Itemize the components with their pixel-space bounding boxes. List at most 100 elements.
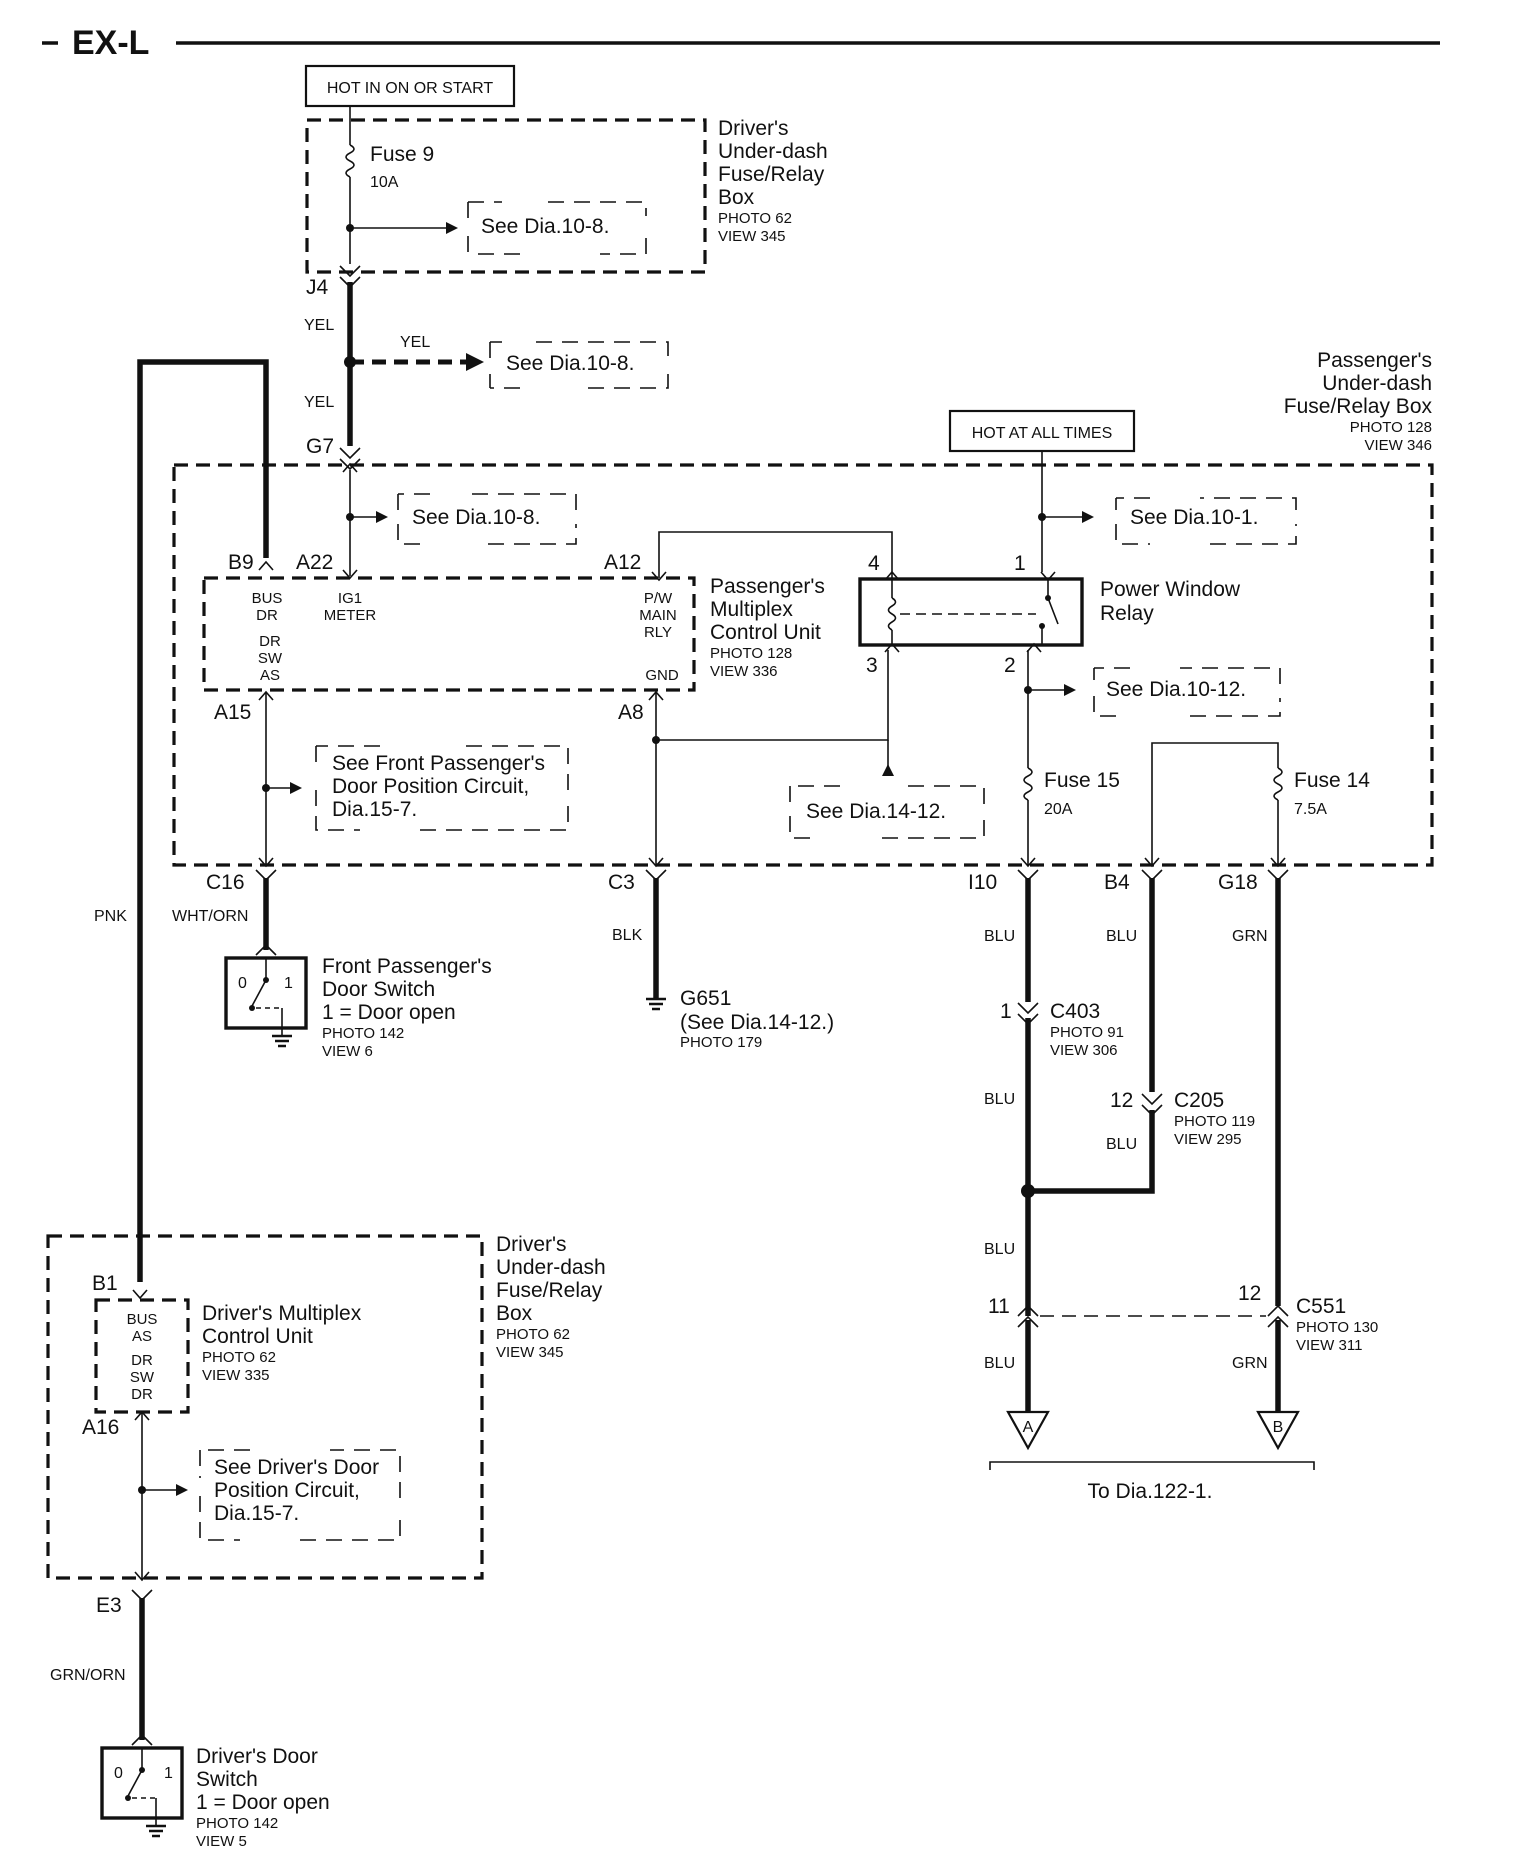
wire-blk: BLK <box>612 927 643 944</box>
relay-coil-icon <box>887 597 897 631</box>
fuse-15-symbol <box>1023 767 1033 801</box>
fuse-14-path: Fuse 14 7.5A <box>1144 742 1370 868</box>
ref-box <box>1115 497 1297 545</box>
ref-yel[interactable]: See Dia.10-8. <box>506 352 634 375</box>
driver-switch-view: VIEW 5 <box>196 1833 247 1850</box>
ref-text[interactable]: See Dia.10-8. <box>481 215 609 238</box>
dbox-label-4: Box <box>496 1302 533 1325</box>
pin-drsw-2: SW <box>258 650 283 667</box>
relay-switch-contact <box>1047 597 1059 625</box>
power-label-box <box>304 64 516 108</box>
bus-wire: PNK <box>94 359 269 1282</box>
j4-g7-feed: J4 YEL YEL See Dia.10-8. YEL G7 <box>304 265 669 471</box>
relay-pin-3: 3 <box>866 654 878 677</box>
ref-box <box>397 493 577 545</box>
fuse-9-name: Fuse 9 <box>370 143 434 166</box>
driver-box-outline <box>46 1234 484 1580</box>
ref-front-door-1[interactable]: See Front Passenger's <box>332 752 545 775</box>
c205-name: C205 <box>1174 1089 1224 1112</box>
ref-hot[interactable]: See Dia.10-1. <box>1130 506 1258 529</box>
pass-box-label-1: Passenger's <box>1317 349 1432 372</box>
pmcu-label-3: Control Unit <box>710 621 821 644</box>
g651-photo: PHOTO 179 <box>680 1034 762 1051</box>
hot-at-all-times-box <box>948 409 1136 453</box>
pmcu-view: VIEW 336 <box>710 663 778 680</box>
outputs-to[interactable]: To Dia.122-1. <box>1088 1480 1213 1503</box>
pin-pw-2: MAIN <box>639 607 677 624</box>
fuse-15-rating: 20A <box>1044 801 1073 818</box>
dbox-label-3: Fuse/Relay <box>496 1279 603 1302</box>
wire-blu-6: BLU <box>984 1355 1015 1372</box>
c403-name: C403 <box>1050 1000 1100 1023</box>
c551-pin-a: 11 <box>988 1295 1010 1318</box>
connector-b9: B9 <box>228 551 254 574</box>
driver-switch-pos1: 1 <box>164 1765 173 1782</box>
connector-a16: A16 <box>82 1416 119 1439</box>
dmcu-pin-drsw-2: SW <box>130 1369 155 1386</box>
pass-box-label-3: Fuse/Relay Box <box>1284 395 1433 418</box>
wire-wht-orn: WHT/ORN <box>172 908 248 925</box>
ref-front-door-3[interactable]: Dia.15-7. <box>332 798 417 821</box>
g651-ref[interactable]: (See Dia.14-12.) <box>680 1011 834 1034</box>
box-label-line3: Fuse/Relay <box>718 163 825 186</box>
wire-blu-3: BLU <box>1106 928 1137 945</box>
dmcu-pin-drsw-3: DR <box>131 1386 153 1403</box>
ref-front-door-2[interactable]: Door Position Circuit, <box>332 775 529 798</box>
driver-switch-label-3: 1 = Door open <box>196 1791 330 1814</box>
header: EX-L <box>42 24 1440 62</box>
ref-driver-door-2[interactable]: Position Circuit, <box>214 1479 360 1502</box>
outputs: A B To Dia.122-1. <box>989 1410 1315 1503</box>
fuse-9-symbol <box>345 144 355 178</box>
relay-body <box>858 577 1084 647</box>
pin-bus-2: DR <box>256 607 278 624</box>
connector-a15: A15 <box>214 701 251 724</box>
front-passenger-door-switch: WHT/ORN 0 1 Front Passenger's Door Switc… <box>172 878 492 1060</box>
pin-pw-1: P/W <box>644 590 673 607</box>
front-switch-label-3: 1 = Door open <box>322 1001 456 1024</box>
connector-g7: G7 <box>306 435 334 458</box>
ref-driver-door-3[interactable]: Dia.15-7. <box>214 1502 299 1525</box>
c205-pin: 12 <box>1110 1089 1133 1112</box>
ref-gnd[interactable]: See Dia.14-12. <box>806 800 946 823</box>
dmcu-pin-drsw-1: DR <box>131 1352 153 1369</box>
output-a: A <box>1023 1419 1034 1436</box>
wire-pnk: PNK <box>94 908 127 925</box>
connector-i10: I10 <box>968 871 997 894</box>
wire-blu-4: BLU <box>1106 1136 1137 1153</box>
front-switch-label-1: Front Passenger's <box>322 955 492 978</box>
connector-b4: B4 <box>1104 871 1130 894</box>
c551-name: C551 <box>1296 1295 1346 1318</box>
hot-at-all-times-label: HOT AT ALL TIMES <box>972 425 1113 442</box>
relay-control-wire <box>651 531 900 582</box>
box-label-line1: Driver's <box>718 117 789 140</box>
pin-bus-1: BUS <box>252 590 283 607</box>
ref-relay[interactable]: See Dia.10-12. <box>1106 678 1246 701</box>
passenger-mcu: B9 A22 A12 BUS DR IG1 METER P/W MAIN RLY… <box>202 551 825 692</box>
ref-box <box>315 745 569 831</box>
fuse-box-outline <box>305 118 707 274</box>
ref-driver-door-1[interactable]: See Driver's Door <box>214 1456 379 1479</box>
ref-g7[interactable]: See Dia.10-8. <box>412 506 540 529</box>
connector-g18: G18 <box>1218 871 1258 894</box>
arrow-icon <box>446 222 458 234</box>
g18-grn-line: GRN <box>1232 878 1281 1306</box>
b4-blu-line: BLU 12 C205 PHOTO 119 VIEW 295 BLU <box>1028 878 1255 1194</box>
a8-ground-circuit: A8 See Dia.14-12. <box>618 650 985 868</box>
connector-c16: C16 <box>206 871 245 894</box>
fuse-15-name: Fuse 15 <box>1044 769 1120 792</box>
pin-ig1-1: IG1 <box>338 590 362 607</box>
pass-box-label-2: Under-dash <box>1322 372 1432 395</box>
pin-ig1-2: METER <box>324 607 377 624</box>
arrow-icon <box>176 1484 188 1496</box>
connector-c3: C3 <box>608 871 635 894</box>
driver-fuse-box-bottom: Driver's Under-dash Fuse/Relay Box PHOTO… <box>46 1233 606 1582</box>
box-label-line4: Box <box>718 186 755 209</box>
dbox-label-1: Driver's <box>496 1233 567 1256</box>
dmcu-pin-bus-2: AS <box>132 1328 152 1345</box>
pin-gnd: GND <box>645 667 679 684</box>
fuse-14-rating: 7.5A <box>1294 801 1327 818</box>
connector-e3: E3 <box>96 1594 122 1617</box>
arrow-icon <box>290 782 302 794</box>
arrow-icon <box>376 511 388 523</box>
dbox-label-2: Under-dash <box>496 1256 606 1279</box>
